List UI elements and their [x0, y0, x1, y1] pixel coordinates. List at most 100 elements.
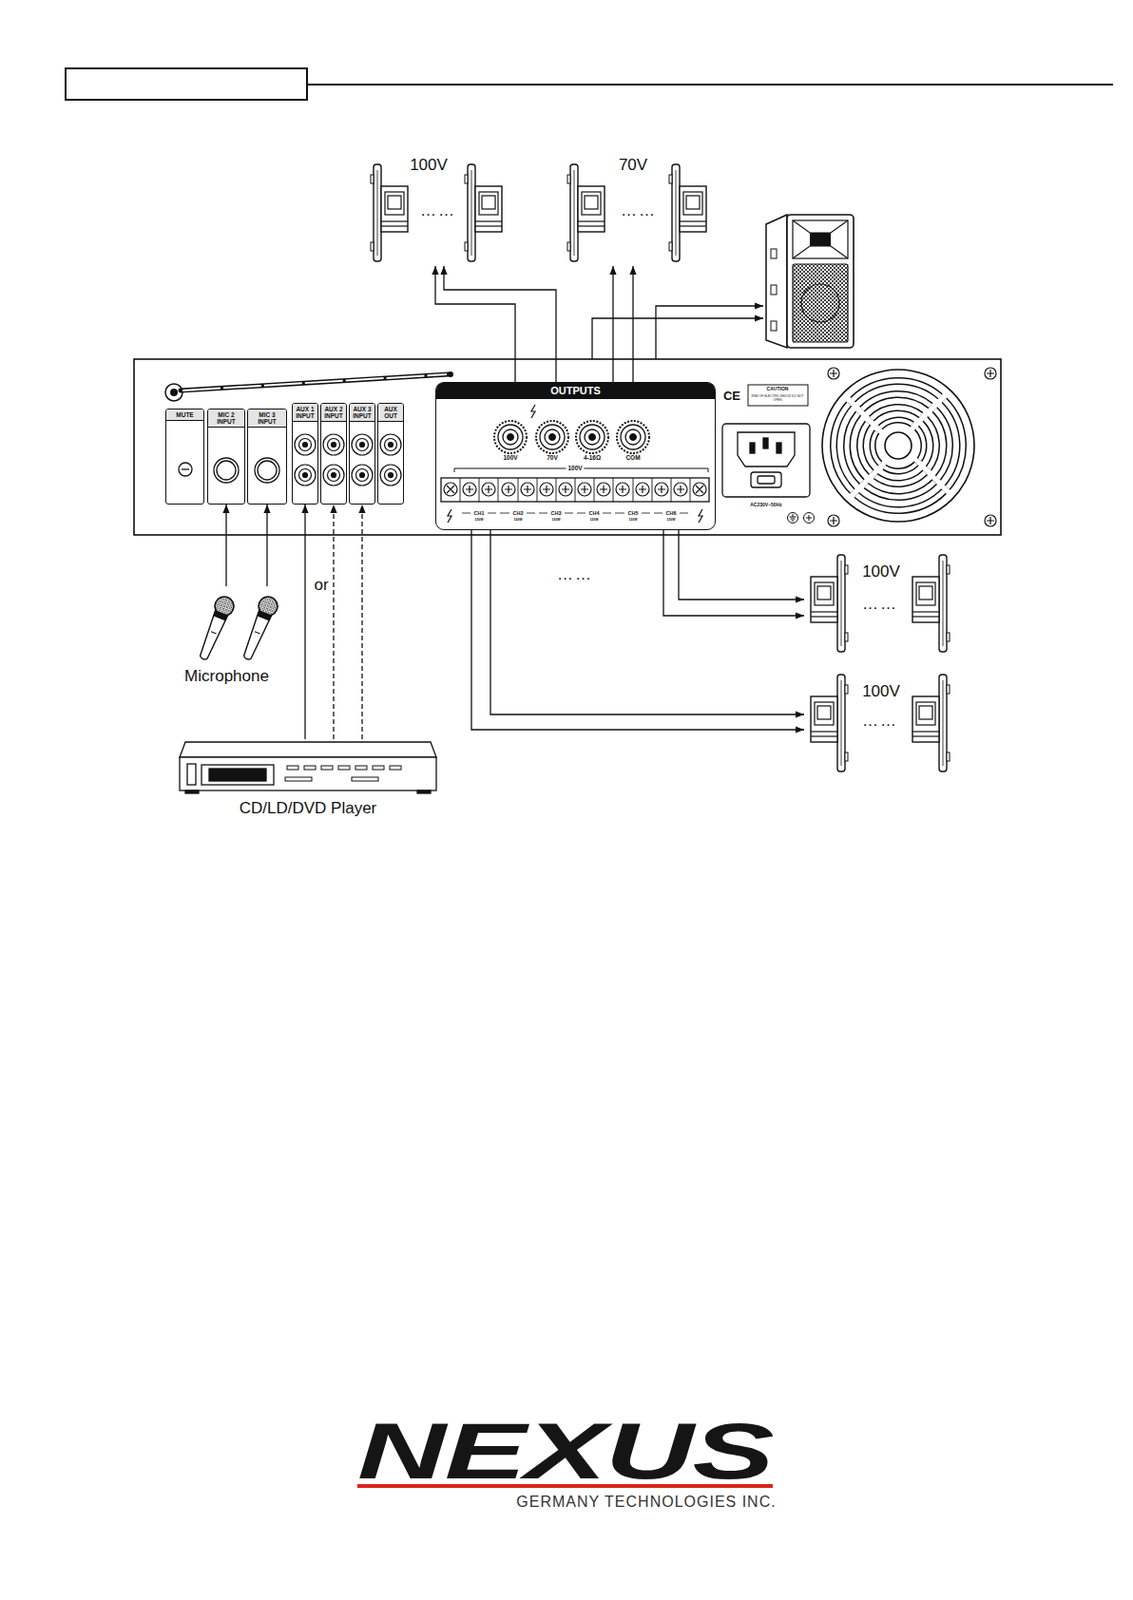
- cd-player: [201, 765, 274, 786]
- binding-post: [576, 421, 609, 454]
- ground-symbol: [789, 514, 797, 521]
- terminal-label: 4-16Ω: [583, 454, 601, 461]
- input-module: AUX 3 INPUT: [348, 403, 376, 505]
- rca-socket: [384, 469, 398, 482]
- ground-symbol: [787, 513, 799, 524]
- rca-socket: [327, 469, 341, 482]
- cd-player: [185, 790, 199, 794]
- ceiling-speaker: [567, 164, 605, 262]
- header-tab: [65, 68, 308, 100]
- rca-socket: [303, 442, 308, 448]
- microphone-source: Microphone: [168, 586, 286, 688]
- channel-power: 120W: [589, 518, 598, 523]
- rca-socket: [299, 439, 312, 452]
- microphone-icon: [193, 594, 281, 663]
- binding-post: [507, 434, 515, 442]
- loudspeaker-cabinet: [770, 321, 777, 331]
- channel-underline: [461, 513, 689, 515]
- rca-socket: [384, 439, 398, 452]
- terminal-strip: [446, 485, 704, 494]
- ground-symbol: [804, 513, 815, 524]
- channel-label: CH1: [473, 510, 484, 517]
- cooling-fan: [822, 369, 975, 522]
- speaker-wire: [632, 266, 634, 383]
- mute-module: MUTE: [165, 408, 205, 505]
- line-voltage-label: 100V: [565, 464, 584, 472]
- rca-socket: [351, 434, 373, 456]
- loudspeaker-cabinet: [792, 220, 848, 259]
- input-module: MIC 3 INPUT: [247, 408, 288, 505]
- cooling-fan: [806, 354, 990, 538]
- binding-post: [494, 421, 527, 454]
- cd-player: [209, 768, 267, 782]
- binding-post: [589, 434, 596, 442]
- cd-player: [187, 764, 196, 786]
- speaker-wire: [361, 504, 363, 740]
- power-inlet: [776, 442, 782, 454]
- input-module: AUX 1 INPUT: [291, 403, 319, 505]
- warning-box: [748, 384, 808, 406]
- rca-socket: [294, 434, 316, 456]
- module-label: AUX OUT: [378, 403, 404, 423]
- loudspeaker-cabinet: [792, 220, 848, 259]
- module-label: MUTE: [166, 409, 204, 422]
- module-label: AUX 1 INPUT: [292, 403, 318, 423]
- speaker-wire: [332, 504, 334, 740]
- channel-power: 120W: [513, 518, 522, 523]
- cooling-fan: [862, 409, 935, 482]
- loudspeaker-cabinet: [787, 214, 854, 348]
- cd-player: [389, 766, 402, 770]
- speaker-wire: [612, 266, 614, 383]
- rca-socket: [380, 464, 402, 486]
- module-label: MIC 2 INPUT: [208, 409, 245, 428]
- power-inlet: [737, 432, 795, 467]
- warning-box: [748, 384, 808, 406]
- input-module: MIC 2 INPUT: [207, 408, 246, 505]
- binding-post: [620, 424, 646, 450]
- power-inlet: [722, 423, 810, 498]
- cd-player: [304, 766, 316, 770]
- cooling-fan: [825, 373, 972, 519]
- rca-socket: [323, 434, 345, 456]
- lightning-symbol: [447, 509, 452, 523]
- power-inlet: [749, 442, 755, 454]
- terminal-strip: [441, 478, 710, 502]
- mute-switch: [178, 462, 193, 477]
- antenna: [447, 371, 454, 378]
- rca-socket: [299, 469, 312, 482]
- rca-socket: [331, 442, 337, 448]
- continuation-dots: ……: [862, 712, 899, 731]
- rca-socket: [356, 439, 369, 452]
- mic-jack: [257, 460, 277, 481]
- rca-socket: [331, 473, 337, 479]
- warning-title: CAUTION: [767, 386, 789, 393]
- microphone-icon: [237, 594, 281, 663]
- channel-label: CH3: [550, 510, 561, 517]
- loudspeaker-cabinet: [766, 214, 854, 348]
- binding-post: [544, 429, 560, 445]
- terminal-label: 70V: [546, 454, 558, 461]
- mic-jack: [216, 460, 236, 481]
- binding-post: [498, 424, 523, 450]
- rca-socket: [327, 439, 341, 452]
- power-rating: AC230V~50Hz: [749, 502, 783, 509]
- antenna: [180, 374, 449, 391]
- rca-socket: [380, 434, 402, 456]
- cooling-fan: [806, 354, 990, 538]
- voltage-label: 100V: [409, 155, 448, 175]
- speaker-wire: [435, 266, 516, 383]
- channel-power: 120W: [628, 518, 637, 523]
- power-inlet: [722, 423, 810, 498]
- terminal-strip: [443, 482, 707, 497]
- terminal-strip: [441, 478, 710, 502]
- power-inlet: [750, 472, 782, 488]
- binding-post: [539, 424, 565, 450]
- antenna: [170, 388, 178, 397]
- mute-switch: [181, 468, 190, 470]
- binding-post: [536, 421, 569, 454]
- binding-post: [579, 424, 605, 450]
- continuation-dots: ……: [862, 595, 899, 615]
